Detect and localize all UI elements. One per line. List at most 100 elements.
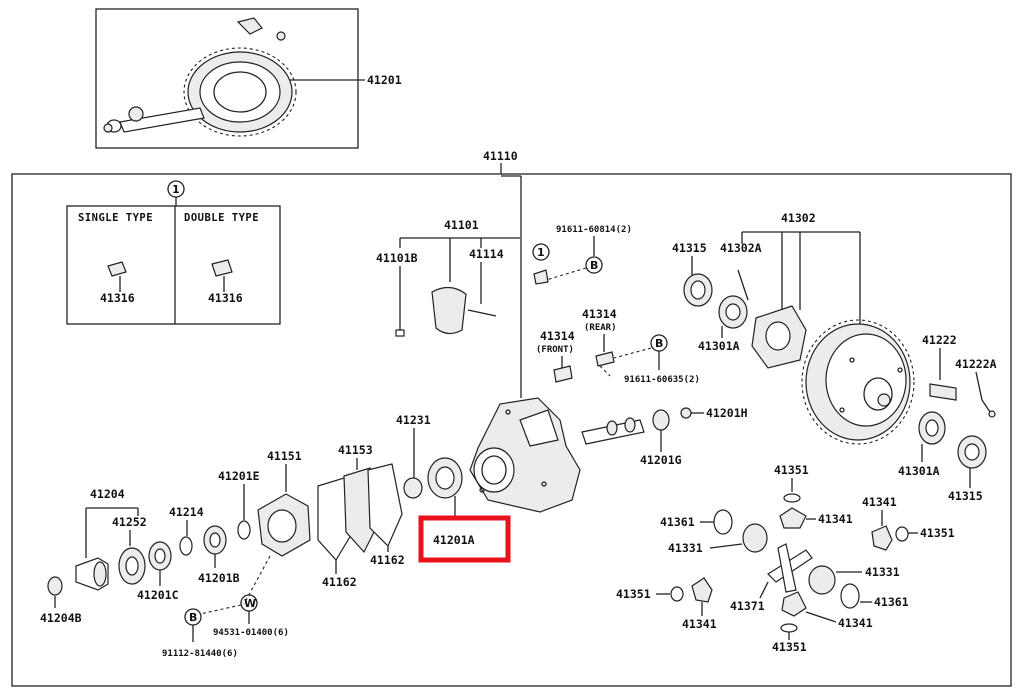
- side-bearing-right-group: 41301A 41315: [898, 411, 987, 503]
- svg-text:(FRONT): (FRONT): [536, 345, 574, 355]
- washer-41361-b-drawing: [840, 583, 860, 609]
- callout-41301a-top: 41301A: [698, 339, 740, 353]
- side-gear-41331-a-drawing: [742, 523, 768, 553]
- callout-91611-60814: 91611-60814(2): [556, 225, 632, 235]
- drive-pinion-group: 41201G 41201H: [581, 406, 748, 467]
- gasket-41162-b-drawing: [367, 463, 403, 548]
- callout-41315-right: 41315: [948, 489, 983, 503]
- callout-41302a: 41302A: [720, 241, 762, 255]
- companion-flange-group: 41151 41153 41162 41162 41201E 41201B 41…: [40, 443, 405, 659]
- spacer-41214-drawing: [179, 536, 193, 556]
- callout-41101b: 41101B: [376, 251, 418, 265]
- spider-gear-group: 41351 41341 41361 41331 41341 41351 4137…: [616, 463, 955, 654]
- callout-41201a: 41201A: [433, 533, 475, 547]
- bearing-cap-drawing: [431, 286, 467, 335]
- circle-marker-1-top: [532, 243, 550, 261]
- highlight-41201a: [418, 515, 511, 563]
- svg-text:B: B: [590, 259, 598, 272]
- callout-41302: 41302: [781, 211, 816, 225]
- callout-41153: 41153: [338, 443, 373, 457]
- spacer-41231-drawing: [403, 477, 423, 499]
- callout-41341-a: 41341: [818, 512, 853, 526]
- ring-41201e-drawing: [237, 520, 251, 540]
- callout-41110: 41110: [483, 149, 518, 163]
- callout-41222: 41222: [922, 333, 957, 347]
- callout-41301a-right: 41301A: [898, 464, 940, 478]
- washer-41351-bot-drawing: [780, 623, 798, 633]
- lock-plate-41222-drawing: [929, 383, 957, 401]
- single-lock-plate-drawing: [107, 261, 127, 277]
- callout-41314-front: 41314: [540, 329, 575, 343]
- gear-41341-c-drawing: [691, 577, 713, 603]
- callout-41162-b: 41162: [370, 553, 405, 567]
- breather-group: 41314 (REAR) 41314 (FRONT) B 91611-60635…: [536, 307, 700, 385]
- single-type-header: SINGLE TYPE: [78, 212, 153, 224]
- callout-41101: 41101: [444, 218, 479, 232]
- callout-41361-a: 41361: [660, 515, 695, 529]
- inset-frame: [95, 8, 359, 149]
- type-selection-box: 1 SINGLE TYPE DOUBLE TYPE 41316 41316: [66, 180, 281, 325]
- bolt-group-top: 91611-60814(2) B 1: [532, 225, 632, 285]
- callout-41351-l: 41351: [616, 587, 651, 601]
- callout-41361-b: 41361: [874, 595, 909, 609]
- callout-41314-rear: 41314: [582, 307, 617, 321]
- svg-text:1: 1: [537, 246, 545, 259]
- callout-41316-double: 41316: [208, 291, 243, 305]
- callout-41316-single: 41316: [100, 291, 135, 305]
- svg-text:1: 1: [172, 183, 180, 196]
- marker-b-top: [585, 256, 603, 274]
- callout-41341-c: 41341: [682, 617, 717, 631]
- callout-41151: 41151: [267, 449, 302, 463]
- main-assembly-frame: [11, 173, 1012, 687]
- double-type-header: DOUBLE TYPE: [184, 212, 259, 224]
- front-bearing-group: 41231 41201A: [396, 413, 511, 563]
- shim-41201h-drawing: [680, 407, 692, 419]
- callout-41204b: 41204B: [40, 611, 82, 625]
- callout-41204: 41204: [90, 487, 125, 501]
- callout-41162-a: 41162: [322, 575, 357, 589]
- callout-41201h: 41201H: [706, 406, 748, 420]
- inset-ring-pinion: 41201: [95, 8, 402, 149]
- nut-41204b-drawing: [47, 576, 63, 596]
- callout-41351-top: 41351: [774, 463, 809, 477]
- callout-41231: 41231: [396, 413, 431, 427]
- bearing-cap-group: 41101 41101B 41114: [376, 218, 520, 337]
- gear-41341-b-drawing: [871, 525, 893, 551]
- lock-plate-drawing: [236, 17, 263, 35]
- svg-text:B: B: [655, 337, 663, 350]
- callout-41222a: 41222A: [955, 357, 997, 371]
- callout-41214: 41214: [169, 505, 204, 519]
- callout-41201g: 41201G: [640, 453, 682, 467]
- washer-41351-r-drawing: [895, 526, 909, 542]
- callout-94531-01400: 94531-01400(6): [213, 628, 289, 638]
- adjusting-lock-group: 41222 41222A: [922, 333, 997, 418]
- pinion-shaft-drawing: [119, 107, 205, 133]
- callout-41341-d: 41341: [838, 616, 873, 630]
- callout-91112-81440: 91112-81440(6): [162, 649, 238, 659]
- callout-41341-b: 41341: [862, 495, 897, 509]
- svg-text:B: B: [189, 611, 197, 624]
- svg-text:W: W: [244, 597, 256, 610]
- side-gear-41331-b-drawing: [808, 565, 836, 595]
- callout-41331-a: 41331: [668, 541, 703, 555]
- callout-41201-top: 41201: [367, 73, 402, 87]
- gear-41341-a-drawing: [779, 507, 807, 529]
- callout-41315-top: 41315: [672, 241, 707, 255]
- bearing-41201g-drawing: [652, 409, 670, 431]
- callout-41371: 41371: [730, 599, 765, 613]
- differential-case-group: 41302 41315 41302A 41301A: [672, 211, 915, 445]
- callout-91611-60635: 91611-60635(2): [624, 375, 700, 385]
- callout-41331-b: 41331: [865, 565, 900, 579]
- callout-41351-r: 41351: [920, 526, 955, 540]
- washer-41361-a-drawing: [713, 509, 733, 535]
- washer-41351-top-drawing: [783, 493, 801, 503]
- callout-41201e: 41201E: [218, 469, 260, 483]
- carrier-housing-drawing: [469, 397, 581, 513]
- callout-41252: 41252: [112, 515, 147, 529]
- double-lock-plate-drawing: [211, 259, 233, 277]
- callout-41201c: 41201C: [137, 588, 179, 602]
- svg-text:(REAR): (REAR): [584, 323, 617, 333]
- callout-41351-bot: 41351: [772, 640, 807, 654]
